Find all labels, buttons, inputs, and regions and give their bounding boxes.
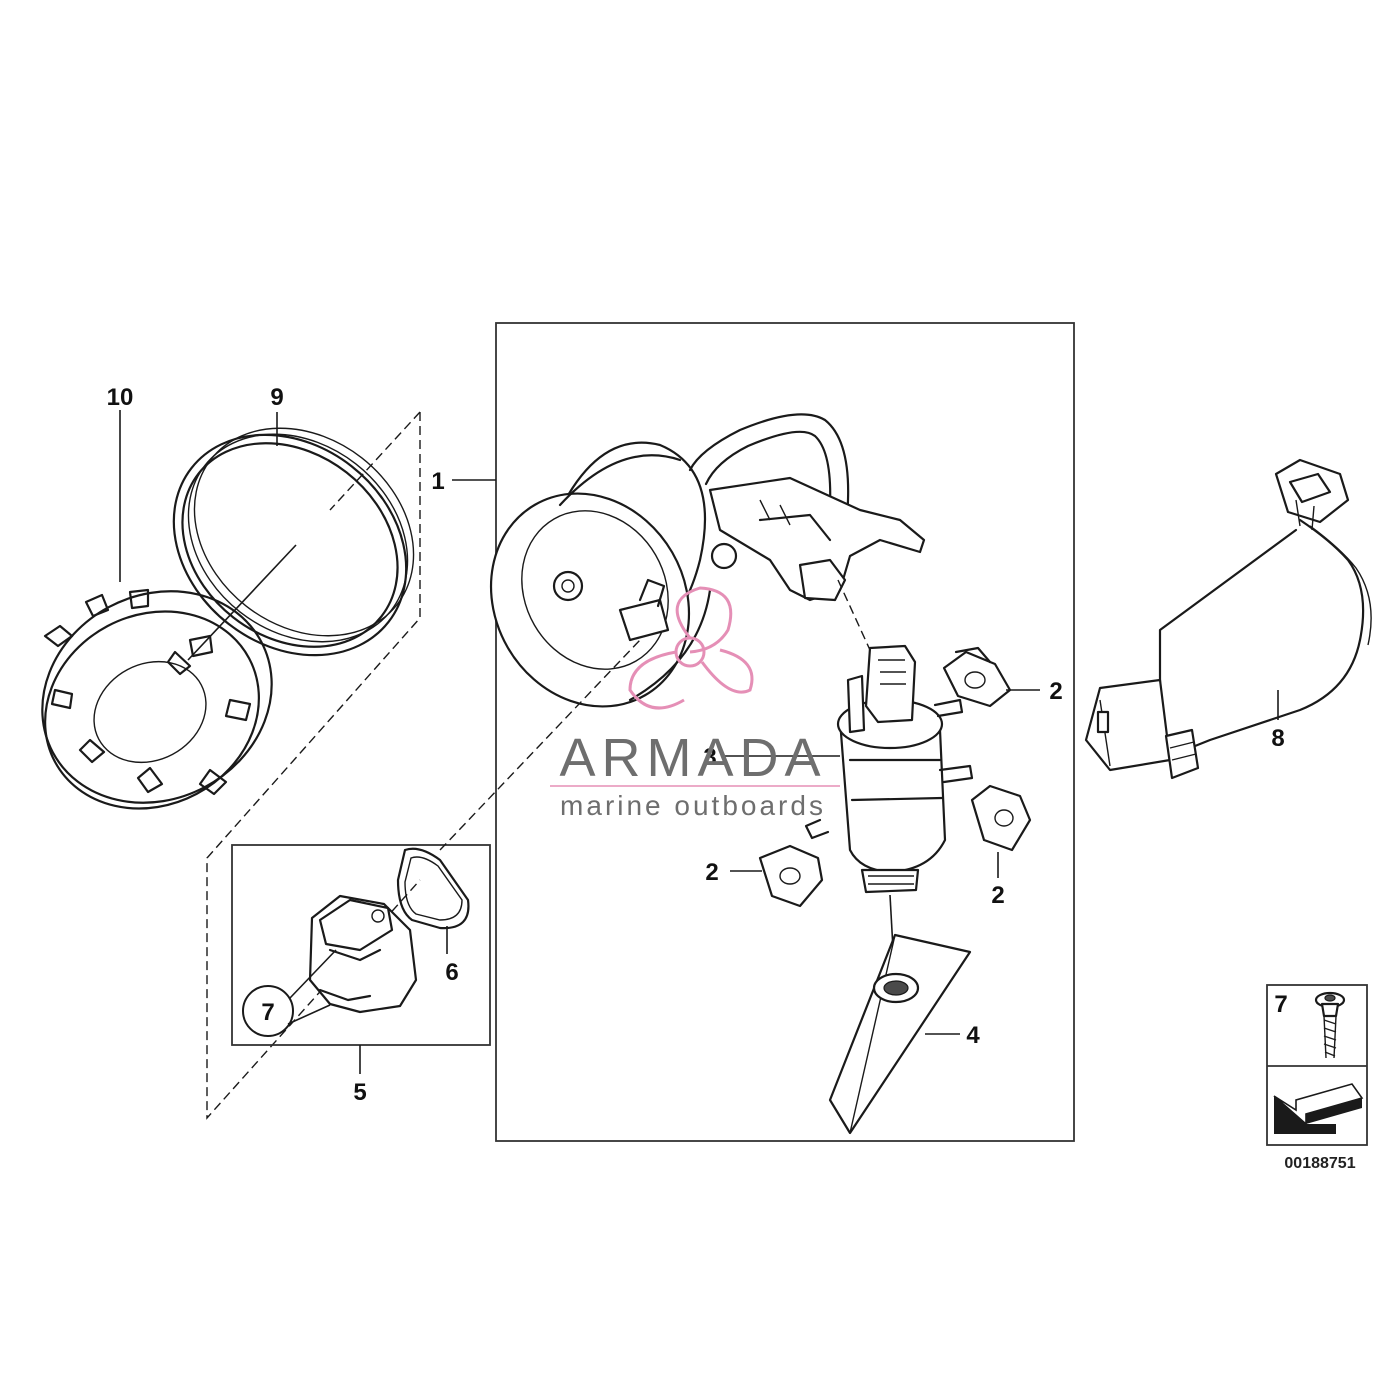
callout-6: 6: [445, 959, 458, 986]
callout-9: 9: [270, 384, 283, 411]
part-9-center-line: [187, 544, 297, 661]
connector-subframe: [231, 844, 491, 1046]
watermark-brand: ARMADA: [559, 728, 826, 788]
watermark-tagline: marine outboards: [560, 790, 826, 821]
propeller-logo-icon: [628, 586, 754, 710]
legend-callout-7: 7: [1274, 991, 1287, 1018]
part-4-filter: [828, 933, 972, 1135]
connector-to-pump-dashed: [439, 639, 641, 851]
part-3-sensor-body: [804, 644, 974, 894]
watermark: ARMADA marine outboards: [550, 586, 840, 821]
callout-2-right: 2: [991, 882, 1004, 909]
part-1-pump-assembly: [489, 413, 926, 708]
legend-box: 7: [1266, 984, 1368, 1146]
callout-7: 7: [261, 999, 274, 1026]
callout-5: 5: [353, 1079, 366, 1106]
callout-3: 3: [703, 744, 716, 771]
assembly-dashed-line: [206, 412, 421, 1120]
callout-4: 4: [966, 1022, 980, 1049]
part-9-ring-seal: [172, 427, 415, 657]
diagram-number: 00188751: [1284, 1155, 1355, 1172]
pump-to-sensor-dashed: [837, 579, 871, 651]
assembly-frame: [495, 322, 1075, 1142]
part-6-seal: [396, 847, 470, 930]
part-8-sender-wiring: [1084, 458, 1372, 780]
direction-arrow-icon: [1273, 1083, 1364, 1134]
callout-1: 1: [431, 468, 444, 495]
callout-10: 10: [107, 384, 134, 411]
part-2-clip-right: [970, 784, 1032, 852]
callout-2-upper: 2: [1049, 678, 1062, 705]
part-2-clip-upper: [942, 646, 1012, 708]
assembly-dashed-line-2: [329, 411, 421, 511]
part-2-clip-lower: [758, 844, 824, 908]
part-7-circled-callout-ring: [242, 985, 294, 1037]
part-5-connector: [308, 894, 418, 1014]
screw-icon: [1314, 991, 1346, 1059]
callout-2-lower: 2: [705, 859, 718, 886]
leader-7-to-connector: [289, 949, 337, 999]
callout-8: 8: [1271, 725, 1284, 752]
part-10-cover: [41, 588, 273, 810]
leader-7b: [287, 1004, 331, 1025]
